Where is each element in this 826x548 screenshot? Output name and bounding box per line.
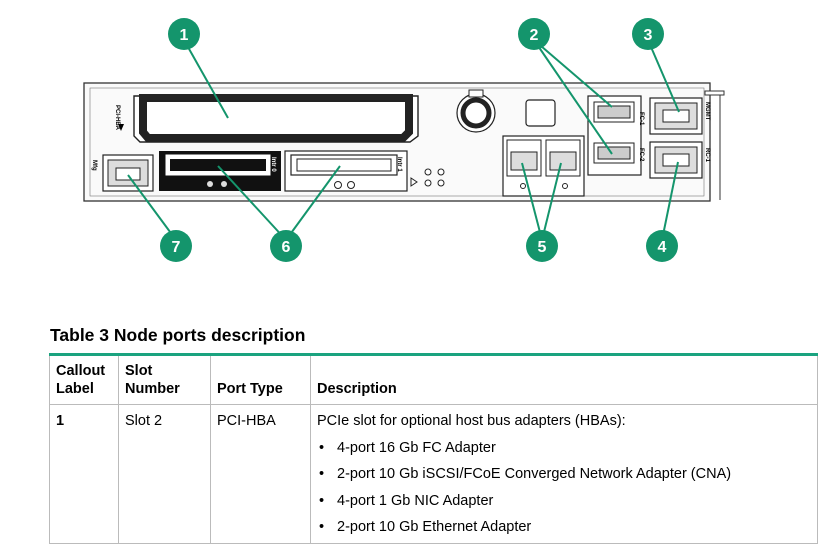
status-leds [410, 168, 445, 187]
callout-5: 5 [526, 230, 558, 262]
callout-3: 3 [632, 18, 664, 50]
pci-hba-label: PCI-HBA [114, 105, 120, 131]
node-ports-table: Callout Label Slot Number Port Type Desc… [49, 353, 818, 544]
svg-text:4: 4 [658, 239, 667, 256]
table-row: 1 Slot 2 PCI-HBA PCIe slot for optional … [49, 404, 818, 544]
square-button [525, 99, 556, 127]
header-description: Description [310, 354, 818, 405]
mgmt-label: MGMT [704, 102, 710, 121]
locking-knob [456, 89, 496, 133]
intr0-label: Intr 0 [270, 157, 276, 172]
header-port-type: Port Type [210, 354, 311, 405]
fc1-label: FC-1 [638, 112, 644, 126]
list-item: 2-port 10 Gb iSCSI/FCoE Converged Networ… [317, 465, 811, 483]
mgmt-port: MGMT [649, 97, 710, 135]
node-ports-figure: PCI-HBA Intr 0 Intr 1 Mfg [83, 18, 725, 262]
row-callout: 1 [49, 404, 119, 544]
fc2-label: FC-2 [638, 148, 644, 162]
rc1-label: RC-1 [704, 148, 710, 163]
list-item: 4-port 16 Gb FC Adapter [317, 439, 811, 457]
table-title: Table 3 Node ports description [50, 325, 306, 345]
intr1-label: Intr 1 [396, 157, 402, 172]
table-header-row: Callout Label Slot Number Port Type Desc… [49, 354, 818, 405]
callout-1: 1 [168, 18, 200, 50]
interconnect-port-0: Intr 0 [159, 151, 281, 191]
svg-text:5: 5 [538, 239, 547, 256]
callout-2: 2 [518, 18, 550, 50]
triangle-marker-icon [118, 124, 124, 131]
row-port-type: PCI-HBA [210, 404, 311, 544]
svg-text:1: 1 [180, 27, 189, 44]
svg-text:2: 2 [530, 27, 539, 44]
sfp-ports [502, 135, 585, 197]
mfg-port: Mfg [91, 154, 154, 192]
header-callout-label: Callout Label [49, 354, 119, 405]
row-description: PCIe slot for optional host bus adapters… [310, 404, 818, 544]
row-slot: Slot 2 [118, 404, 211, 544]
callout-7: 7 [160, 230, 192, 262]
interconnect-port-1: Intr 1 [284, 150, 408, 192]
rc1-port: RC-1 [649, 141, 710, 179]
adapter-list: 4-port 16 Gb FC Adapter 2-port 10 Gb iSC… [317, 439, 811, 537]
leader-lines [127, 39, 680, 241]
svg-text:6: 6 [282, 239, 291, 256]
list-item: 2-port 10 Gb Ethernet Adapter [317, 518, 811, 536]
pci-hba-slot: PCI-HBA [114, 94, 419, 143]
callout-6: 6 [270, 230, 302, 262]
list-item: 4-port 1 Gb NIC Adapter [317, 492, 811, 510]
fc-ports: FC-1 FC-2 [587, 95, 644, 176]
callout-4: 4 [646, 230, 678, 262]
mfg-label: Mfg [91, 160, 97, 171]
svg-text:7: 7 [172, 239, 181, 256]
description-text: PCIe slot for optional host bus adapters… [317, 413, 626, 429]
header-slot-number: Slot Number [118, 354, 211, 405]
svg-text:3: 3 [644, 27, 653, 44]
